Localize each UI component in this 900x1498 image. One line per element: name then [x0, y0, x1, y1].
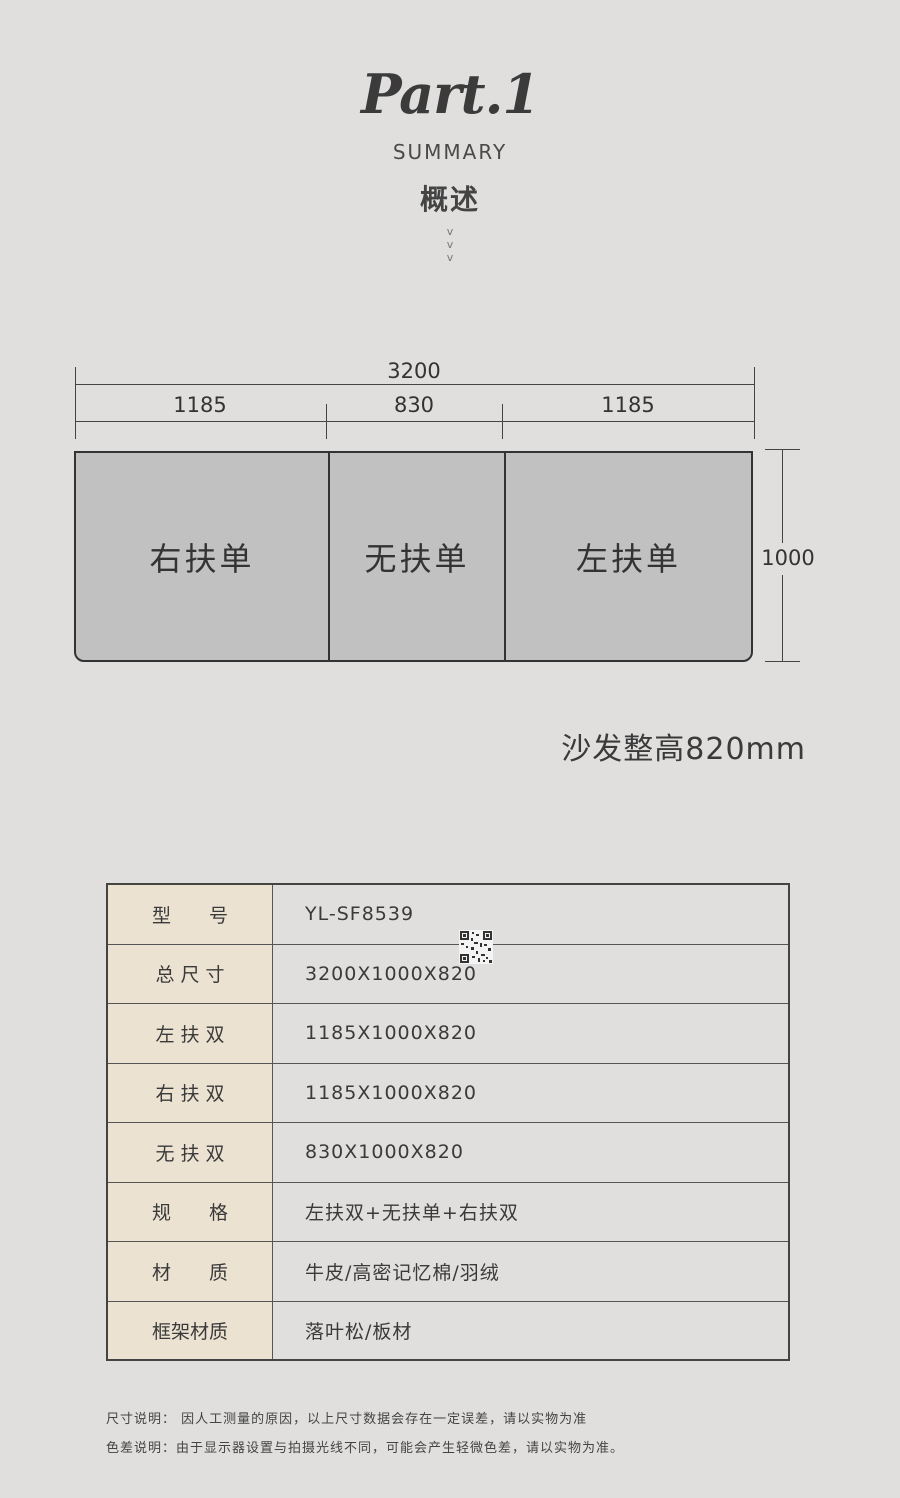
spec-label: 规 格: [108, 1182, 273, 1241]
dimension-tick-left: [75, 367, 76, 439]
spec-value: 落叶松/板材: [305, 1320, 413, 1343]
segment-left-arm-single: 左扶单: [504, 453, 751, 660]
spec-value: 左扶双+无扶单+右扶双: [305, 1202, 519, 1225]
dimension-tick-mid1: [326, 404, 327, 439]
spec-value: 3200X1000X820: [305, 962, 478, 985]
color-note: 色差说明：由于显示器设置与拍摄光线不同，可能会产生轻微色差，请以实物为准。: [106, 1441, 625, 1456]
table-row: 型 号 YL-SF8539: [108, 885, 788, 945]
spec-value: 1185X1000X820: [305, 1022, 478, 1045]
dimension-tick-mid2: [502, 404, 503, 439]
spec-label: 左 扶 双: [108, 1004, 273, 1063]
spec-label: 型 号: [108, 885, 273, 944]
chevron-down-icon: v: [446, 225, 454, 238]
spec-label: 右 扶 双: [108, 1063, 273, 1122]
spec-label: 无 扶 双: [108, 1123, 273, 1182]
dimension-tick-right: [754, 367, 755, 439]
spec-label: 框架材质: [108, 1301, 273, 1359]
overall-height-text: 沙发整高820mm: [561, 732, 806, 767]
depth-label-gap: [772, 543, 794, 575]
segment-width-label-3: 1185: [601, 393, 655, 417]
spec-table: 型 号 YL-SF8539 总 尺 寸 3200X1000X820 左 扶 双 …: [106, 883, 790, 1361]
segment-width-label-1: 1185: [173, 393, 227, 417]
depth-label: 1000: [761, 546, 815, 570]
size-note: 尺寸说明： 因人工测量的原因，以上尺寸数据会存在一定误差，请以实物为准: [106, 1412, 588, 1427]
segment-width-label-2: 830: [393, 393, 435, 417]
segment-armless-single: 无扶单: [328, 453, 504, 660]
total-width-label: 3200: [387, 359, 441, 383]
summary-heading: SUMMARY: [392, 140, 508, 164]
spec-value: 牛皮/高密记忆棉/羽绒: [305, 1261, 500, 1284]
part-title: Part.1: [361, 62, 540, 126]
table-row: 规 格 左扶双+无扶单+右扶双: [108, 1182, 788, 1242]
qr-code-icon: [459, 930, 493, 964]
table-row: 总 尺 寸 3200X1000X820: [108, 944, 788, 1004]
table-row: 材 质 牛皮/高密记忆棉/羽绒: [108, 1242, 788, 1302]
chevron-down-icon: v: [446, 251, 454, 264]
total-width-line: [75, 384, 755, 385]
spec-value: 1185X1000X820: [305, 1081, 478, 1104]
segment-width-line: [75, 421, 755, 422]
sofa-top-view: 右扶单 无扶单 左扶单: [74, 451, 753, 662]
table-row: 无 扶 双 830X1000X820: [108, 1123, 788, 1183]
spec-value: YL-SF8539: [305, 903, 415, 926]
spec-label: 材 质: [108, 1242, 273, 1301]
chevron-down-icon: v: [446, 238, 454, 251]
table-row: 框架材质 落叶松/板材: [108, 1301, 788, 1359]
table-row: 右 扶 双 1185X1000X820: [108, 1063, 788, 1123]
segment-right-arm-single: 右扶单: [149, 539, 255, 578]
overview-title: 概述: [419, 183, 480, 216]
table-row: 左 扶 双 1185X1000X820: [108, 1004, 788, 1064]
spec-label: 总 尺 寸: [108, 944, 273, 1003]
spec-value: 830X1000X820: [305, 1141, 464, 1164]
